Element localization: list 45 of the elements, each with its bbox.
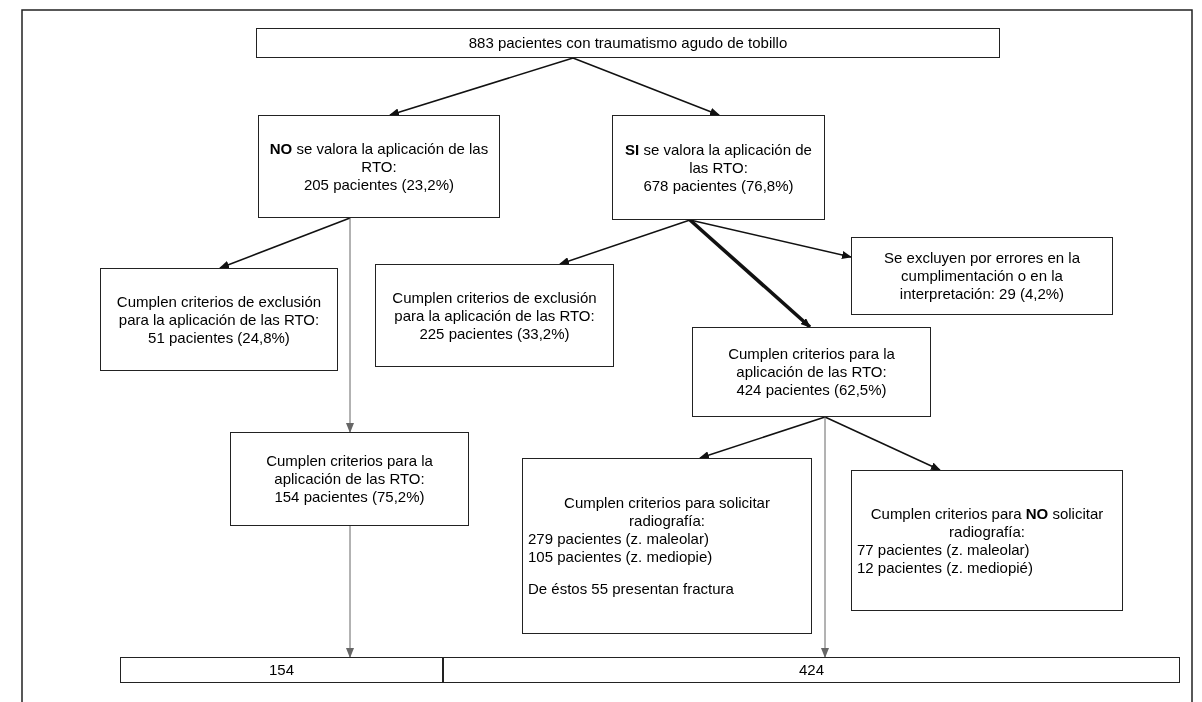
process-box [692, 327, 931, 417]
node-text: 424 pacientes (62,5%) [735, 381, 888, 399]
arrow [688, 218, 812, 329]
process-box [258, 115, 500, 218]
process-box [851, 470, 1123, 611]
arrow [824, 416, 941, 471]
arrow [572, 57, 720, 116]
node-text: Cumplen criterios de exclusión para la aplicación de las RTO: [115, 292, 323, 329]
node-text: SI se valora la aplicación de las RTO: [624, 140, 813, 177]
node-text: NO se valora la aplicación de las RTO: [268, 139, 490, 176]
process-box [851, 237, 1113, 315]
arrow [346, 217, 354, 433]
process-box [522, 458, 812, 634]
node-text: 883 pacientes con traumatismo agudo de tobillo [467, 34, 789, 52]
arrow [821, 416, 829, 658]
node-text: 205 pacientes (23,2%) [302, 175, 456, 194]
process-box [375, 264, 614, 367]
node-text: 154 pacientes (75,2%) [273, 488, 426, 506]
total-box [120, 657, 443, 683]
process-box [100, 268, 338, 371]
node-text: Cumplen criterios para la aplicación de las RTO: [265, 452, 434, 488]
node-text: 12 pacientes (z. mediopié) [857, 558, 1034, 577]
node-text: Cumplen criterios de exclusión para la aplicación de las RTO: [391, 288, 598, 325]
node-text: 225 pacientes (33,2%) [418, 324, 571, 343]
node-text: 154 [268, 661, 295, 679]
node-text: Cumplen criterios para NO solicitar radiografía: [869, 504, 1105, 541]
node-text: 678 pacientes (76,8%) [642, 176, 795, 195]
node-text: 424 [798, 661, 825, 679]
node-text: 51 pacientes (24,8%) [147, 328, 291, 347]
node-text: Cumplen criterios para solicitar radiografía: [563, 494, 771, 530]
process-box [612, 115, 825, 220]
arrow [219, 217, 351, 269]
node-text: De éstos 55 presentan fractura [528, 580, 735, 598]
node-text: 105 pacientes (z. mediopie) [528, 548, 714, 566]
process-box [230, 432, 469, 526]
arrow [559, 219, 691, 265]
total-box [443, 657, 1180, 683]
arrow [346, 525, 354, 658]
arrow [699, 416, 826, 459]
arrow [389, 57, 574, 117]
node-text: 279 pacientes (z. maleolar) [528, 530, 710, 548]
node-text: Cumplen criterios para la aplicación de las RTO: [727, 345, 896, 381]
process-box [256, 28, 1000, 58]
node-text: 77 pacientes (z. maleolar) [857, 540, 1031, 559]
node-text: Se excluyen por errores en la cumplimentación o en la interpretación: 29 (4,2%) [883, 249, 1081, 303]
